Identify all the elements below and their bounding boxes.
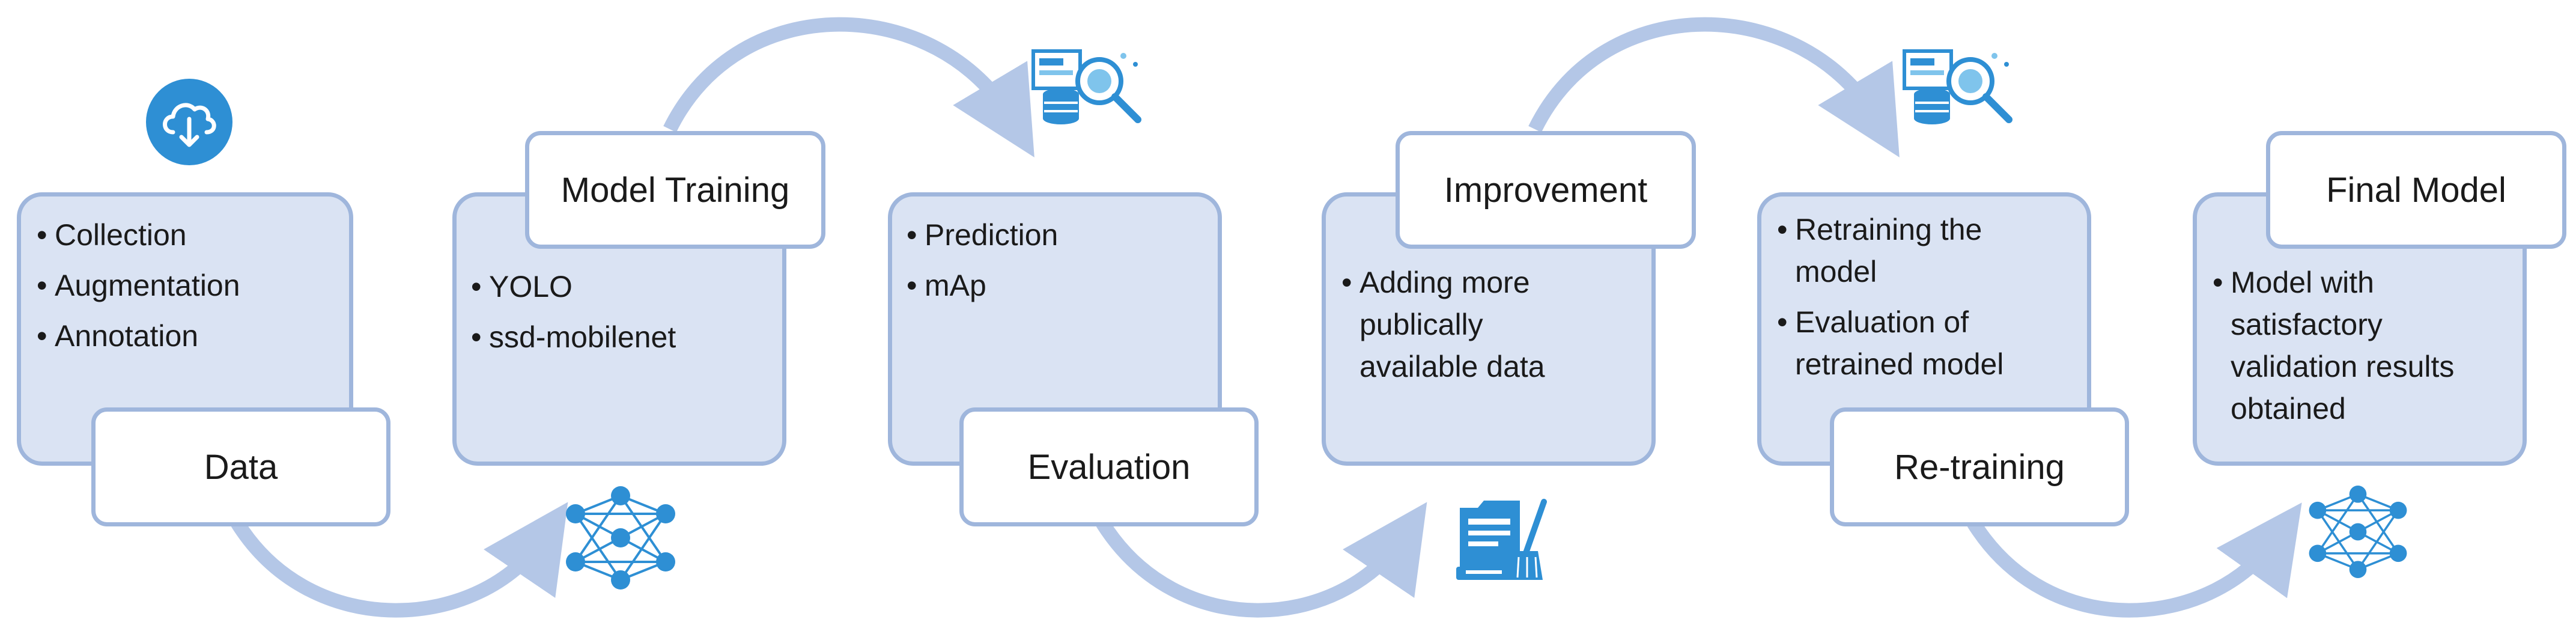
neural-network-icon (2309, 486, 2407, 578)
retraining-stage-label: Re-training (1830, 407, 2129, 526)
arrow-training-to-evaluation (663, 17, 1034, 157)
model-training-stage-label: Model Training (525, 131, 825, 249)
final-model-stage-label: Final Model (2266, 131, 2566, 249)
list-item: •Annotation (37, 319, 199, 353)
data-stage-label: Data (91, 407, 390, 526)
list-item: •YOLO (471, 270, 573, 303)
list-item: •mAp (907, 269, 986, 302)
list-item: •ssd-mobilenet (471, 320, 676, 354)
data-analysis-icon (1903, 49, 2012, 124)
improvement-stage-label: Improvement (1396, 131, 1696, 249)
evaluation-stage-label: Evaluation (959, 407, 1259, 526)
document-cleanup-icon (1456, 499, 1547, 580)
cloud-download-icon (146, 79, 232, 165)
arrow-data-to-training (231, 502, 568, 618)
neural-network-icon (566, 486, 675, 590)
arrow-evaluation-to-improvement (1096, 502, 1427, 618)
list-item: •Collection (37, 218, 187, 252)
arrow-improvement-to-retraining (1528, 17, 1900, 157)
list-item: •Prediction (907, 218, 1059, 252)
data-analysis-icon (1031, 49, 1141, 124)
arrow-retraining-to-final (1967, 502, 2302, 618)
list-item: •Augmentation (37, 269, 240, 302)
